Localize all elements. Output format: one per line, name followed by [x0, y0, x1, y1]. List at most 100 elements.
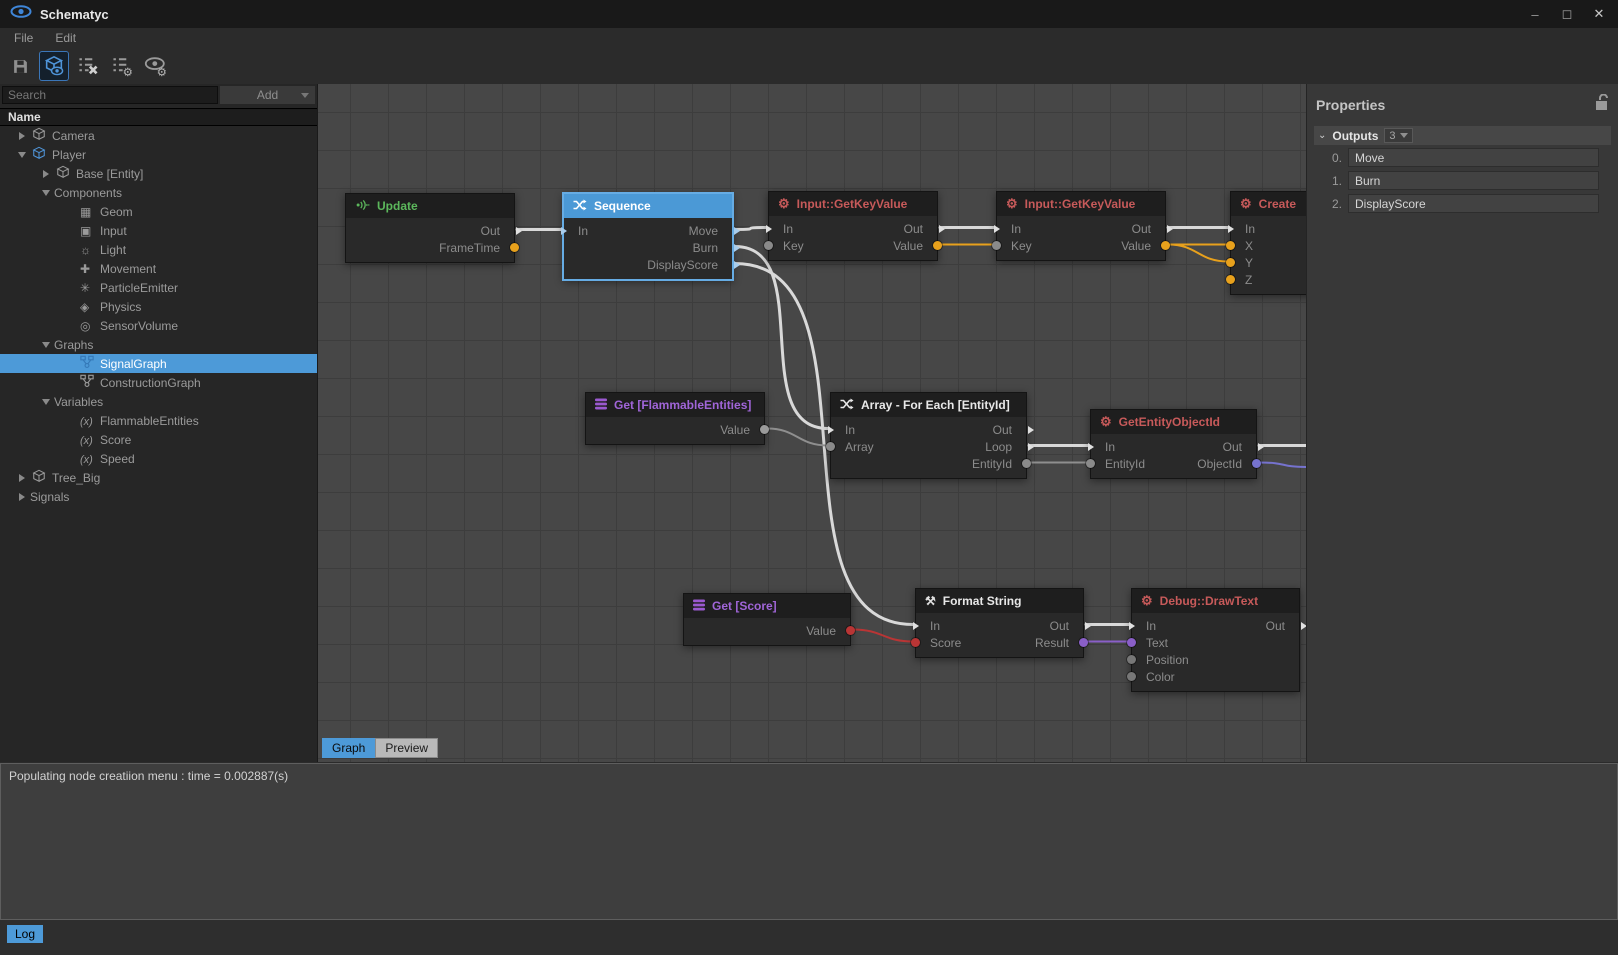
node-get-score-gs[interactable]: Get [Score]Value: [683, 593, 855, 646]
pin-out[interactable]: [939, 224, 945, 233]
tree-item-flammableentities[interactable]: (x)FlammableEntities: [0, 411, 317, 430]
pin-move[interactable]: [734, 226, 740, 235]
outputs-section-header[interactable]: ⌄ Outputs 3: [1314, 126, 1611, 145]
search-input[interactable]: [2, 86, 218, 104]
pin-frametime[interactable]: [510, 243, 519, 252]
pin-score[interactable]: [911, 638, 920, 647]
chevron-expanded-icon[interactable]: [38, 398, 54, 405]
chevron-expanded-icon[interactable]: [14, 151, 30, 158]
pin-value[interactable]: [1161, 241, 1170, 250]
tree-item-particleemitter[interactable]: ✳ParticleEmitter: [0, 278, 317, 297]
pin-value[interactable]: [846, 626, 855, 635]
pin-value[interactable]: [933, 241, 942, 250]
tree-item-score[interactable]: (x)Score: [0, 430, 317, 449]
maximize-icon[interactable]: ◻: [1561, 6, 1573, 21]
tree-item-geom[interactable]: ▦Geom: [0, 202, 317, 221]
tab-graph[interactable]: Graph: [322, 738, 376, 758]
pin-objectid[interactable]: [1252, 459, 1261, 468]
tree-item-signals[interactable]: Signals: [0, 487, 317, 506]
tree-item-signalgraph[interactable]: SignalGraph: [0, 354, 317, 373]
chevron-collapsed-icon[interactable]: [14, 473, 30, 482]
pin-array[interactable]: [826, 442, 835, 451]
tree-item-movement[interactable]: ✚Movement: [0, 259, 317, 278]
unlock-icon[interactable]: [1594, 93, 1609, 116]
outputs-count-dropdown[interactable]: 3: [1384, 128, 1413, 143]
pin-x[interactable]: [1226, 241, 1235, 250]
pin-in[interactable]: [561, 226, 567, 235]
pin-key[interactable]: [764, 241, 773, 250]
pin-text[interactable]: [1127, 638, 1136, 647]
pin-out[interactable]: [1085, 621, 1091, 630]
pin-loop[interactable]: [1028, 442, 1034, 451]
pin-color[interactable]: [1127, 672, 1136, 681]
pin-in[interactable]: [828, 425, 834, 434]
menu-edit[interactable]: Edit: [55, 31, 77, 45]
pin-z[interactable]: [1226, 275, 1235, 284]
tree-item-light[interactable]: ☼Light: [0, 240, 317, 259]
pin-in[interactable]: [994, 224, 1000, 233]
pin-value[interactable]: [760, 425, 769, 434]
output-field[interactable]: Burn: [1348, 171, 1599, 190]
pin-displayscore[interactable]: [734, 260, 740, 269]
chevron-collapsed-icon[interactable]: [14, 131, 30, 140]
chevron-collapsed-icon[interactable]: [14, 492, 30, 501]
chevron-expanded-icon[interactable]: [38, 189, 54, 196]
pin-out[interactable]: [1167, 224, 1173, 233]
tree-item-components[interactable]: Components: [0, 183, 317, 202]
pin-burn[interactable]: [734, 243, 740, 252]
pin-in[interactable]: [766, 224, 772, 233]
tree-item-constructiongraph[interactable]: ConstructionGraph: [0, 373, 317, 392]
entity-view-icon[interactable]: [40, 52, 68, 80]
menu-file[interactable]: File: [14, 31, 34, 45]
pin-entityid[interactable]: [1022, 459, 1031, 468]
pin-out[interactable]: [1301, 621, 1306, 630]
list-clear-icon[interactable]: [74, 52, 102, 80]
node-get-flammableentities-gf[interactable]: Get [FlammableEntities]Value: [585, 392, 769, 445]
pin-in[interactable]: [913, 621, 919, 630]
pin-in[interactable]: [1228, 224, 1234, 233]
pin-entityid[interactable]: [1086, 459, 1095, 468]
pin-out[interactable]: [1028, 425, 1034, 434]
pin-in[interactable]: [1088, 442, 1094, 451]
pin-out[interactable]: [516, 226, 522, 235]
output-field[interactable]: Move: [1348, 148, 1599, 167]
chevron-expanded-icon[interactable]: [38, 341, 54, 348]
tree-item-tree-big[interactable]: Tree_Big: [0, 468, 317, 487]
save-icon[interactable]: [6, 52, 34, 80]
tab-log[interactable]: Log: [7, 925, 44, 943]
tree-item-sensorvolume[interactable]: ◎SensorVolume: [0, 316, 317, 335]
tree-item-player[interactable]: Player: [0, 145, 317, 164]
pin-result[interactable]: [1079, 638, 1088, 647]
view-settings-icon[interactable]: ⚙: [142, 52, 170, 80]
chevron-down-icon: [1399, 133, 1408, 138]
tree-item-speed[interactable]: (x)Speed: [0, 449, 317, 468]
minimize-icon[interactable]: –: [1531, 6, 1539, 22]
tree-item-input[interactable]: ▣Input: [0, 221, 317, 240]
tree-item-variables[interactable]: Variables: [0, 392, 317, 411]
tree-item-physics[interactable]: ◈Physics: [0, 297, 317, 316]
chevron-collapsed-icon[interactable]: [38, 169, 54, 178]
tab-preview[interactable]: Preview: [375, 738, 439, 758]
tree-item-base-entity[interactable]: Base [Entity]: [0, 164, 317, 183]
close-icon[interactable]: ✕: [1593, 6, 1605, 21]
pin-out[interactable]: [1258, 442, 1264, 451]
pin-in[interactable]: [1129, 621, 1135, 630]
pin-position[interactable]: [1127, 655, 1136, 664]
pin-y[interactable]: [1226, 258, 1235, 267]
add-button[interactable]: Add: [220, 86, 315, 104]
list-settings-icon[interactable]: ⚙: [108, 52, 136, 80]
tree-item-graphs[interactable]: Graphs: [0, 335, 317, 354]
pin-key[interactable]: [992, 241, 1001, 250]
output-field[interactable]: DisplayScore: [1348, 194, 1599, 213]
tree-item-camera[interactable]: Camera: [0, 126, 317, 145]
